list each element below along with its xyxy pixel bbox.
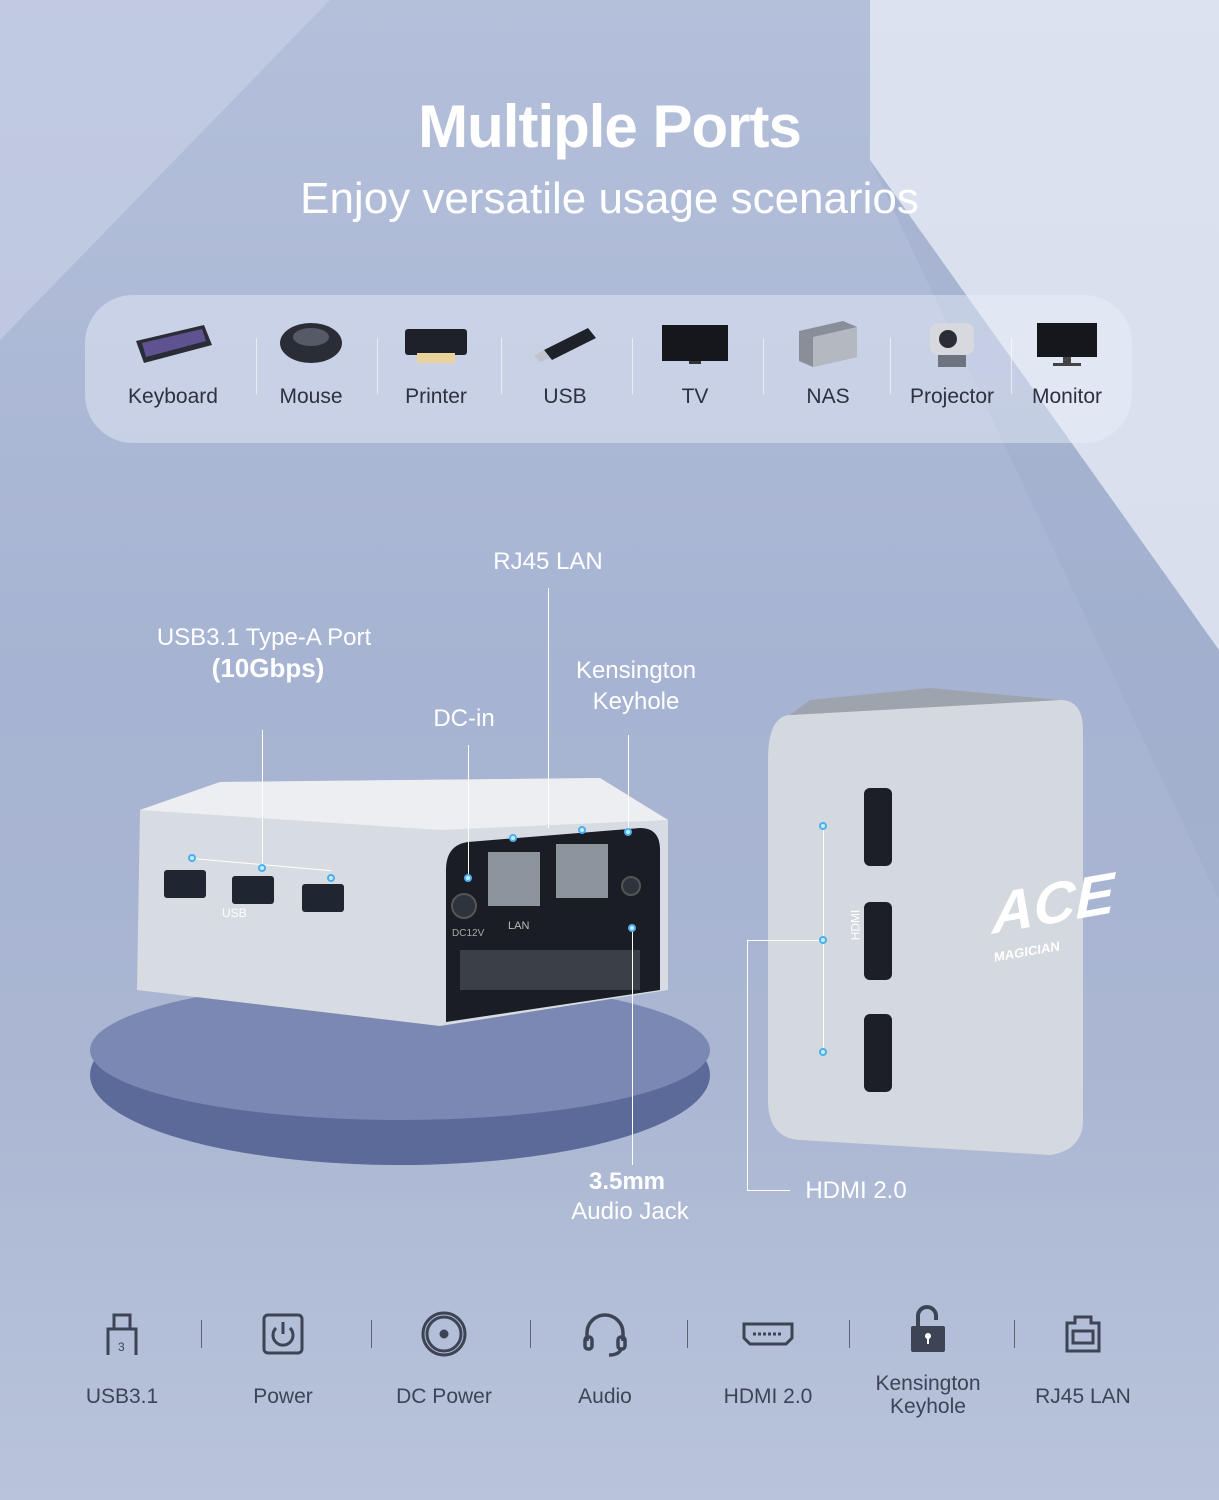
callout-rj45: RJ45 LAN xyxy=(493,548,603,575)
devices-panel xyxy=(85,295,1132,443)
projector-icon xyxy=(930,323,974,367)
divider xyxy=(687,1320,688,1348)
nas-icon xyxy=(799,321,857,367)
callout-line xyxy=(628,735,629,828)
callout-line xyxy=(468,745,469,878)
callout-dcin: DC-in xyxy=(433,705,495,732)
port-kensington: Kensington Keyhole xyxy=(853,1300,1003,1418)
port-hdmi: HDMI 2.0 xyxy=(693,1305,843,1408)
callout-audio: 3.5mm xyxy=(588,1168,666,1195)
divider xyxy=(1011,338,1012,394)
divider xyxy=(530,1320,531,1348)
device-printer: Printer xyxy=(371,315,501,409)
power-icon xyxy=(262,1313,304,1355)
callout-line xyxy=(747,940,748,1190)
callout-dot xyxy=(819,1048,827,1056)
callout-hdmi: HDMI 2.0 xyxy=(805,1177,907,1204)
device-tv: TV xyxy=(630,315,760,409)
callout-line xyxy=(747,1190,790,1191)
device-projector: Projector xyxy=(887,315,1017,409)
svg-text:3: 3 xyxy=(118,1340,125,1354)
callout-dot xyxy=(819,822,827,830)
device-usb: USB xyxy=(500,315,630,409)
dc-power-icon xyxy=(421,1311,467,1357)
callout-dot xyxy=(624,828,632,836)
callout-usb: USB3.1 Type-A Port xyxy=(156,624,372,651)
divider xyxy=(849,1320,850,1348)
callout-dot xyxy=(628,924,636,932)
divider xyxy=(1014,1320,1015,1348)
callout-line xyxy=(632,928,633,1165)
callout-line xyxy=(747,940,823,941)
ethernet-icon xyxy=(1065,1315,1101,1353)
port-power: Power xyxy=(208,1305,358,1408)
device-nas: NAS xyxy=(763,315,893,409)
callout-dot xyxy=(578,826,586,834)
port-audio: Audio xyxy=(530,1305,680,1408)
callout-kensington: Kensington xyxy=(575,657,697,684)
divider xyxy=(632,338,633,394)
port-usb31: 3 USB3.1 xyxy=(47,1305,197,1408)
dc-port-label: DC12V xyxy=(452,928,485,939)
divider xyxy=(201,1320,202,1348)
divider xyxy=(377,338,378,394)
port-dc-power: DC Power xyxy=(369,1305,519,1408)
callout-usb-speed: (10Gbps) xyxy=(211,653,325,683)
usb-port-label: USB xyxy=(222,906,247,920)
divider xyxy=(763,338,764,394)
device-mouse: Mouse xyxy=(246,315,376,409)
page-title: Multiple Ports xyxy=(418,93,802,160)
callout-kensington-2: Keyhole xyxy=(592,688,680,715)
printer-icon xyxy=(405,329,467,363)
device-keyboard: Keyboard xyxy=(108,315,238,409)
page-subtitle: Enjoy versatile usage scenarios xyxy=(300,174,919,223)
monitor-icon xyxy=(1037,323,1097,366)
usb-port-icon: 3 xyxy=(106,1313,138,1355)
callout-dot xyxy=(327,874,335,882)
usb-drive-icon xyxy=(534,328,596,362)
unlock-icon xyxy=(911,1305,945,1352)
callout-dot xyxy=(258,864,266,872)
callout-dot xyxy=(509,834,517,842)
lan-port-label: LAN xyxy=(508,920,530,932)
port-rj45: RJ45 LAN xyxy=(1008,1305,1158,1408)
tv-icon xyxy=(662,325,728,364)
callout-dot xyxy=(464,874,472,882)
tower-device xyxy=(768,700,1083,1155)
hdmi-icon xyxy=(742,1322,794,1346)
divider xyxy=(256,338,257,394)
callout-audio-2: Audio Jack xyxy=(571,1198,689,1225)
callout-line xyxy=(262,730,263,868)
divider xyxy=(371,1320,372,1348)
headset-icon xyxy=(583,1313,627,1357)
divider xyxy=(890,338,891,394)
keyboard-icon xyxy=(136,325,212,363)
callout-dot xyxy=(188,854,196,862)
divider xyxy=(501,338,502,394)
callout-dot xyxy=(819,936,827,944)
hdmi-port-label: HDMI xyxy=(848,909,863,941)
mouse-icon xyxy=(280,323,342,363)
callout-line xyxy=(548,588,549,828)
device-monitor: Monitor xyxy=(1002,315,1132,409)
